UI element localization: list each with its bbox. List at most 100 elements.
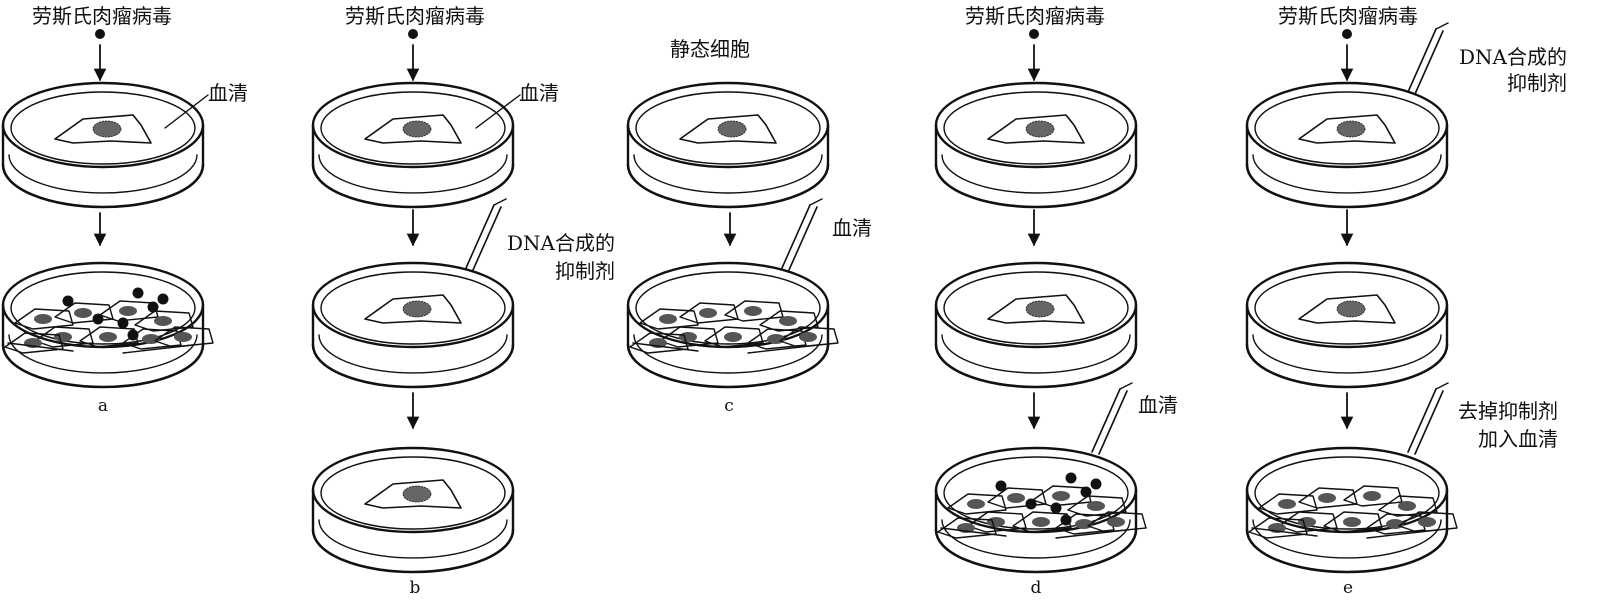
dish-bottom-front	[934, 528, 1138, 574]
cell-nucleus	[1318, 493, 1336, 503]
cell-nucleus	[1052, 491, 1070, 501]
dish-bottom-front	[626, 343, 830, 389]
dish-bottom-front	[1, 343, 205, 389]
cell-streaks	[7, 342, 194, 354]
panel-d-virion-icon	[1029, 29, 1039, 39]
cell-nucleus	[1007, 493, 1025, 503]
cell	[364, 114, 462, 144]
cell	[154, 326, 214, 348]
virus-particle	[147, 301, 159, 313]
cell-nucleus	[1363, 491, 1381, 501]
virus-particle	[127, 329, 139, 341]
cell-nucleus	[699, 308, 717, 318]
cell	[779, 326, 839, 348]
panel-b-dish-2	[311, 261, 515, 389]
dish-inner-rim	[1254, 91, 1440, 165]
panel-c-quiescent-label: 静态细胞	[670, 37, 750, 61]
panel-e-dish-3	[1245, 446, 1458, 574]
panel-e-dish-1	[1245, 81, 1449, 209]
cell	[1298, 487, 1358, 509]
panel-a-letter: a	[97, 396, 109, 416]
cell-nucleus	[402, 485, 432, 503]
virus-particle	[157, 293, 169, 305]
cell-streaks	[632, 342, 819, 354]
cell	[1398, 511, 1458, 533]
dish-bottom-front	[311, 163, 515, 209]
cell-nucleus	[1107, 517, 1125, 527]
cell	[1298, 114, 1396, 144]
pipette-top	[493, 198, 507, 206]
panel-e-pipette-2	[1407, 382, 1449, 455]
pipette-edge	[1091, 388, 1121, 453]
dish-bottom-front	[1245, 528, 1449, 574]
panel-a-dish-1	[1, 81, 205, 209]
panel-b-dish-1	[311, 81, 515, 209]
cell	[1248, 517, 1308, 539]
cell	[937, 517, 997, 539]
pipette-edge	[1414, 390, 1444, 455]
dish-liquid-line	[318, 519, 508, 559]
pipette-edge	[1098, 390, 1128, 455]
cell-streaks	[1251, 527, 1438, 539]
dish-bottom-front	[1245, 163, 1449, 209]
dish-liquid-line	[633, 154, 823, 194]
cell-nucleus	[1398, 501, 1416, 511]
panel-c-dish-1	[626, 81, 830, 209]
panel-d-virus-label: 劳斯氏肉瘤病毒	[965, 4, 1105, 28]
dish-liquid-line	[8, 154, 198, 194]
panel-b-serum-label: 血清	[519, 81, 559, 105]
pipette-edge	[1414, 30, 1444, 95]
dish-inner-rim	[1254, 271, 1440, 345]
dish-liquid-line	[318, 334, 508, 374]
dish-inner-rim	[10, 271, 196, 345]
panel-b-virus-label: 劳斯氏肉瘤病毒	[345, 4, 485, 28]
panel-a-serum-label: 血清	[208, 81, 248, 105]
virus-particle	[1080, 486, 1092, 498]
cell	[54, 302, 114, 324]
cell-nucleus	[1418, 517, 1436, 527]
panel-d-dish-2	[934, 261, 1138, 389]
panel-e-virion-icon	[1342, 29, 1352, 39]
cell-nucleus	[1087, 501, 1105, 511]
panel-b-serum-leader	[475, 94, 521, 129]
dish-inner-rim	[320, 271, 506, 345]
cell	[967, 511, 1027, 533]
cell-nucleus	[744, 306, 762, 316]
dish-inner-rim	[635, 271, 821, 345]
pipette-top	[1435, 382, 1449, 390]
panel-e-pipette-1	[1407, 22, 1449, 95]
virus-particle	[1090, 478, 1102, 490]
cell-nucleus	[1298, 517, 1316, 527]
cell-nucleus	[402, 300, 432, 318]
virus-particle	[62, 295, 74, 307]
panel-c-dish-2	[626, 261, 839, 389]
cell-nucleus	[659, 314, 677, 324]
cell	[987, 294, 1085, 324]
dish-inner-rim	[635, 91, 821, 165]
dish-bottom-front	[934, 163, 1138, 209]
panel-e-dish-2	[1245, 261, 1449, 389]
cell-nucleus	[154, 316, 172, 326]
cell	[659, 326, 719, 348]
panel-d-dish-3	[934, 446, 1147, 574]
cell-nucleus	[1278, 499, 1296, 509]
pipette-top	[1435, 22, 1449, 30]
cell	[1087, 511, 1147, 533]
virus-particle	[92, 313, 104, 325]
pipette-edge	[781, 204, 811, 269]
cell	[629, 332, 689, 354]
cell-streaks	[940, 527, 1127, 539]
dish-bottom-front	[311, 528, 515, 574]
cell-nucleus	[174, 332, 192, 342]
cell	[1343, 485, 1403, 507]
pipette-edge	[472, 206, 502, 271]
cell-nucleus	[54, 332, 72, 342]
panel-b-inhibitor-label: DNA合成的 抑制剂	[507, 231, 615, 283]
dish-inner-rim	[943, 91, 1129, 165]
panel-b-dish-3	[311, 446, 515, 574]
cell	[704, 326, 764, 348]
dish-inner-rim	[320, 91, 506, 165]
cell	[1323, 511, 1383, 533]
cell-nucleus	[1336, 120, 1366, 138]
cell-nucleus	[92, 120, 122, 138]
